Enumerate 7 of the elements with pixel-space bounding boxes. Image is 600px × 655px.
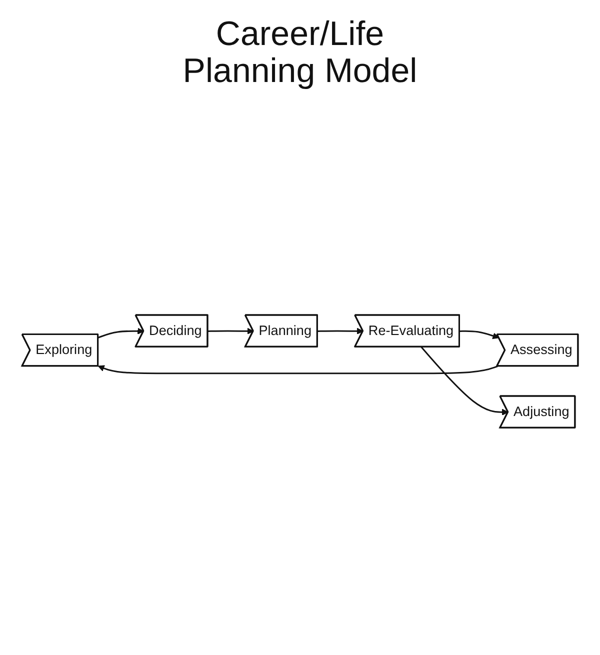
arrow <box>208 327 254 334</box>
arrow <box>98 327 144 338</box>
center-label: Career/Life Planning Model <box>182 16 418 91</box>
arrow <box>460 330 500 339</box>
arrow <box>98 364 498 374</box>
arrow <box>420 346 509 415</box>
arrow <box>318 327 364 334</box>
